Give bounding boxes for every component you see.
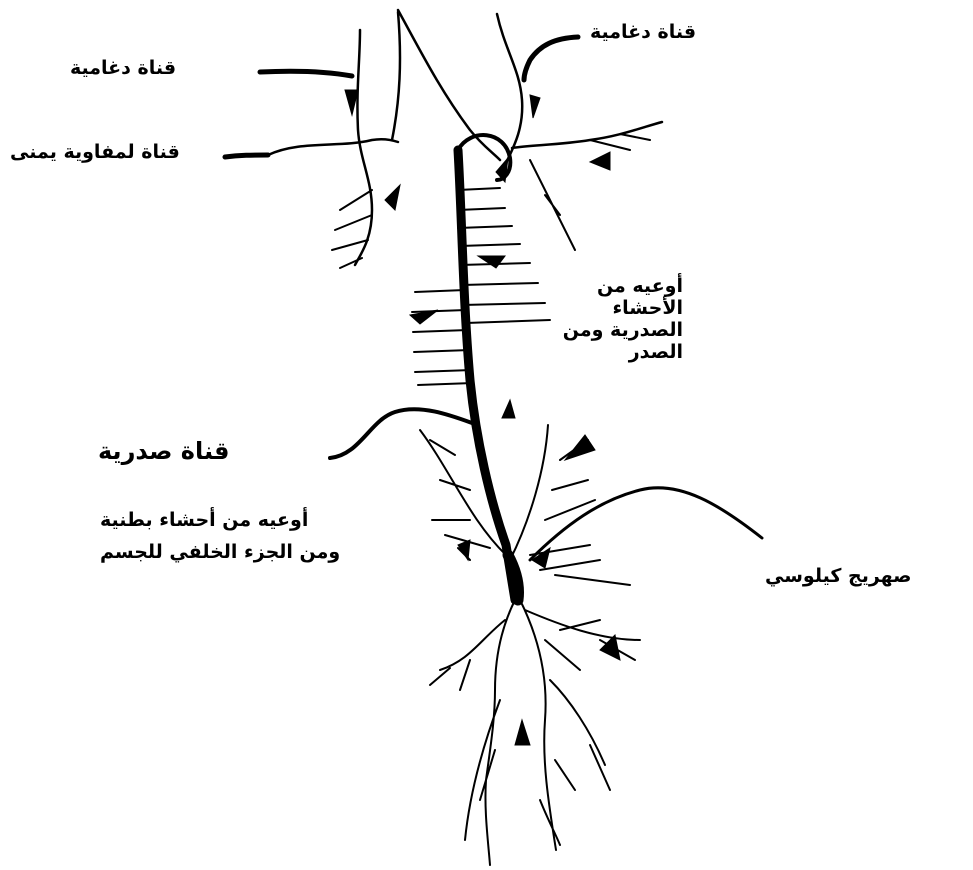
thoracic-horizontal-vessels: [412, 188, 550, 385]
label-jugular-left: قناة دغامية: [70, 58, 176, 80]
lower-left-branches: [430, 600, 515, 865]
arrowhead: [590, 152, 610, 170]
label-thoracic-duct: قناة صدرية: [98, 438, 229, 466]
leader-jugular-left: [260, 71, 352, 76]
label-thoracic-vessels: أوعيه من الأحشاء الصدرية ومن الصدر: [548, 276, 683, 363]
label-abdominal-vessels-line2: ومن الجزء الخلفي للجسم: [100, 542, 340, 564]
thoracic-duct-pointer: [330, 409, 472, 458]
arrowhead: [502, 400, 515, 418]
arrowhead: [515, 720, 530, 745]
arrowhead: [565, 435, 595, 460]
arrowhead: [345, 90, 358, 115]
right-jugular-trunk-2: [512, 122, 662, 148]
arrowhead: [478, 256, 505, 268]
lower-right-branches: [520, 600, 640, 850]
label-abdominal-vessels-line1: أوعيه من أحشاء بطنية: [100, 510, 308, 532]
leader-jugular-right: [524, 37, 578, 80]
right-lymph-duct-line: [268, 139, 398, 155]
leader-right-lymph-duct: [225, 155, 268, 157]
abdominal-right-branches: [510, 425, 630, 585]
left-jugular-trunk-2: [392, 12, 400, 140]
arrowhead: [385, 185, 400, 210]
label-jugular-right: قناة دغامية: [590, 22, 696, 44]
left-neck-branches: [332, 190, 372, 268]
left-jugular-trunk: [355, 30, 372, 265]
arrowhead: [530, 95, 540, 118]
label-cisterna-chyli: صهريج كيلوسي: [765, 566, 912, 588]
label-right-lymph-duct: قناة لمفاوية يمنى: [10, 142, 180, 164]
right-neck-branches: [530, 134, 650, 250]
descending-vessel: [398, 10, 500, 160]
